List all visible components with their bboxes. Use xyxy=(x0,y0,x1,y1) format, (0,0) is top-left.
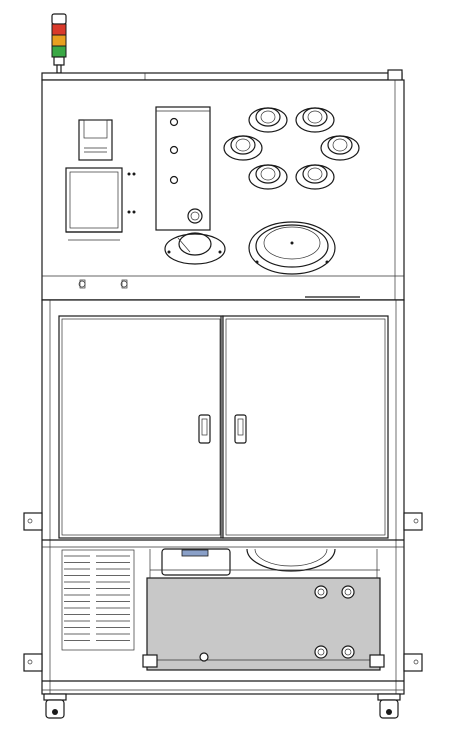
connector-icon xyxy=(187,208,203,224)
connector-icon xyxy=(169,145,179,155)
pipe-fitting-icon xyxy=(248,164,288,190)
emergency-stop-housing xyxy=(78,119,113,161)
bolt-icon xyxy=(199,652,209,662)
indicator-dot-icon xyxy=(127,210,131,214)
indicator-dot-icon xyxy=(127,172,131,176)
connector-icon xyxy=(169,117,179,127)
fitting-icon xyxy=(341,585,355,599)
signal-lamp-amber xyxy=(51,34,67,47)
display-panel xyxy=(65,167,136,241)
signal-tower xyxy=(51,13,67,74)
connector-icon xyxy=(169,175,179,185)
signal-tower-pole xyxy=(56,64,62,74)
pipe-fitting-icon xyxy=(248,107,288,133)
cable-gland xyxy=(164,232,226,265)
indicator-dot-icon xyxy=(132,172,136,176)
signal-tower-base xyxy=(53,56,65,66)
fitting-group xyxy=(223,107,360,190)
pipe-fitting-icon xyxy=(320,135,360,161)
mounting-tab-right-lower xyxy=(403,653,423,672)
mounting-tab-left-lower xyxy=(23,653,43,672)
left-door xyxy=(58,315,224,539)
signal-lamp-green xyxy=(51,45,67,58)
pipe-fitting-icon xyxy=(223,135,263,161)
fitting-icon xyxy=(341,645,355,659)
door-handle-left xyxy=(198,414,211,444)
right-door xyxy=(222,315,389,539)
door-handle-right xyxy=(234,414,247,444)
large-port xyxy=(248,221,336,275)
pump-housing xyxy=(149,548,380,578)
signal-lamp-red xyxy=(51,23,67,36)
fitting-icon xyxy=(314,645,328,659)
signal-tower-cap xyxy=(51,13,67,25)
mounting-tab-left-upper xyxy=(23,512,43,531)
mounting-tab-right-upper xyxy=(403,512,423,531)
internal-unit xyxy=(142,577,385,671)
pipe-fitting-icon xyxy=(295,164,335,190)
indicator-dot-icon xyxy=(132,210,136,214)
caster-left xyxy=(43,693,67,719)
connector-bracket xyxy=(155,106,211,231)
caster-right xyxy=(377,693,401,719)
vent-louvers xyxy=(61,549,135,651)
pipe-fitting-icon xyxy=(295,107,335,133)
fitting-icon xyxy=(314,585,328,599)
